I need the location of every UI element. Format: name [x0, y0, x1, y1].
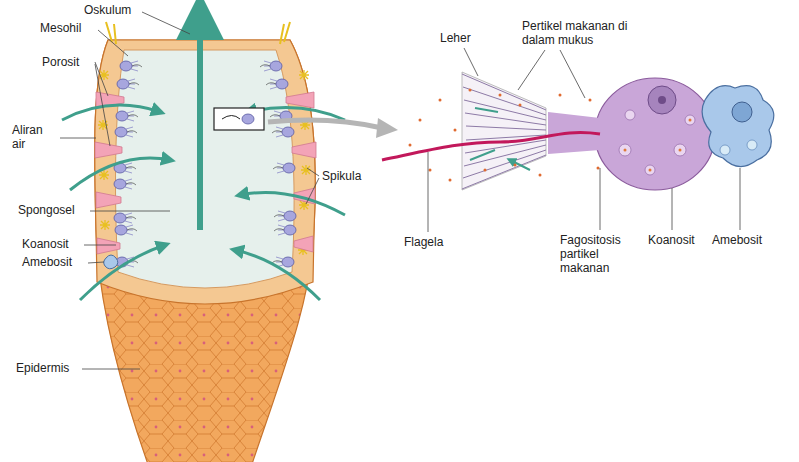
part-label: Koanosit: [648, 234, 695, 248]
part-label: Koanosit: [22, 238, 69, 252]
part-label: Mesohil: [40, 22, 81, 36]
part-label: Fagositosis partikel makanan: [560, 234, 638, 275]
part-label: Spongosel: [18, 204, 75, 218]
part-label: Amebosit: [22, 256, 72, 270]
part-label: Amebosit: [712, 234, 762, 248]
part-label: Pertikel makanan di dalam mukus: [522, 20, 640, 48]
part-label: Porosit: [42, 56, 79, 70]
part-label: Epidermis: [16, 362, 69, 376]
part-label: Aliran air: [12, 124, 54, 152]
part-label: Leher: [440, 32, 471, 46]
part-label: Flagela: [404, 236, 443, 250]
part-label: Spikula: [322, 170, 361, 184]
part-label: Oskulum: [84, 4, 131, 18]
